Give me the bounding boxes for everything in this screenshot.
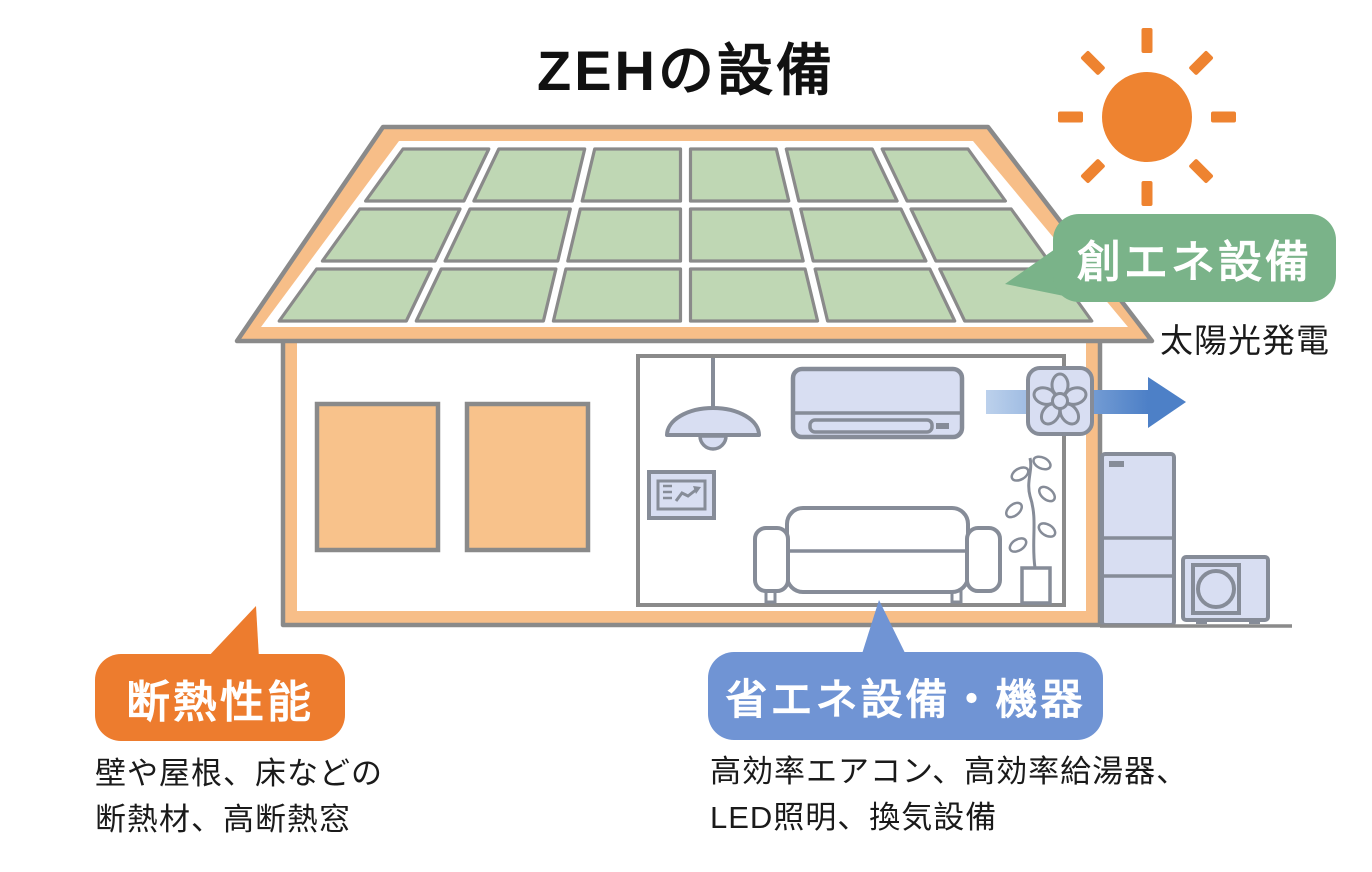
hems-monitor-icon [647, 470, 716, 520]
sun-ray [1211, 111, 1236, 123]
sun-rays [1058, 28, 1236, 206]
solar-panel [364, 147, 491, 203]
sun-ray [1189, 159, 1213, 183]
window-left [314, 401, 441, 553]
solar-panel [472, 147, 587, 203]
air-conditioner-icon [790, 366, 965, 440]
sun-ray [1189, 51, 1213, 75]
solar-panel [880, 147, 1008, 203]
sun-ray [1141, 28, 1153, 53]
sun-ray [1081, 51, 1105, 75]
insulation-description-line1: 壁や屋根、床などの [95, 756, 383, 791]
energy-creation-callout: 創エネ設備 [1053, 214, 1336, 302]
solar-panel [784, 147, 899, 203]
window-right [464, 401, 591, 553]
insulation-description: 壁や屋根、床などの 断熱材、高断熱窓 [95, 751, 383, 843]
sun-ray [1081, 159, 1105, 183]
sun-core [1102, 72, 1192, 162]
sun-ray [1058, 111, 1083, 123]
solar-panel-array [277, 147, 1094, 323]
heat-pump-unit-icon [1181, 555, 1270, 624]
solar-panel [688, 207, 805, 263]
solar-panel [277, 267, 433, 323]
pendant-light-icon [665, 358, 761, 451]
ventilation-fan-icon [1026, 366, 1094, 436]
solar-panel [688, 267, 820, 323]
houseplant-icon [1005, 455, 1057, 605]
solar-panel [813, 267, 957, 323]
solar-panel [566, 207, 683, 263]
solar-panel [551, 267, 683, 323]
sun-icon [1058, 28, 1236, 206]
energy-saving-callout: 省エネ設備・機器 [708, 652, 1103, 740]
solar-panel [320, 207, 462, 263]
insulation-callout: 断熱性能 [95, 654, 345, 741]
sun-ray [1141, 181, 1153, 206]
insulation-callout-tail [206, 606, 259, 659]
energy-creation-caption: 太陽光発電 [1160, 322, 1330, 359]
sofa-icon [753, 506, 1002, 604]
insulation-description-line2: 断熱材、高断熱窓 [95, 802, 351, 837]
refrigerator-icon [1100, 452, 1176, 627]
energy-saving-description: 高効率エアコン、高効率給湯器、 LED照明、換気設備 [710, 749, 1188, 841]
solar-panel [688, 147, 791, 203]
roof [234, 124, 1155, 344]
solar-panel [414, 267, 558, 323]
page-title: ZEHの設備 [537, 39, 835, 102]
solar-panel [580, 147, 683, 203]
energy-saving-callout-tail [861, 600, 907, 657]
energy-saving-description-line2: LED照明、換気設備 [710, 800, 998, 835]
energy-saving-description-line1: 高効率エアコン、高効率給湯器、 [710, 754, 1189, 789]
solar-panel [799, 207, 928, 263]
solar-panel [443, 207, 572, 263]
